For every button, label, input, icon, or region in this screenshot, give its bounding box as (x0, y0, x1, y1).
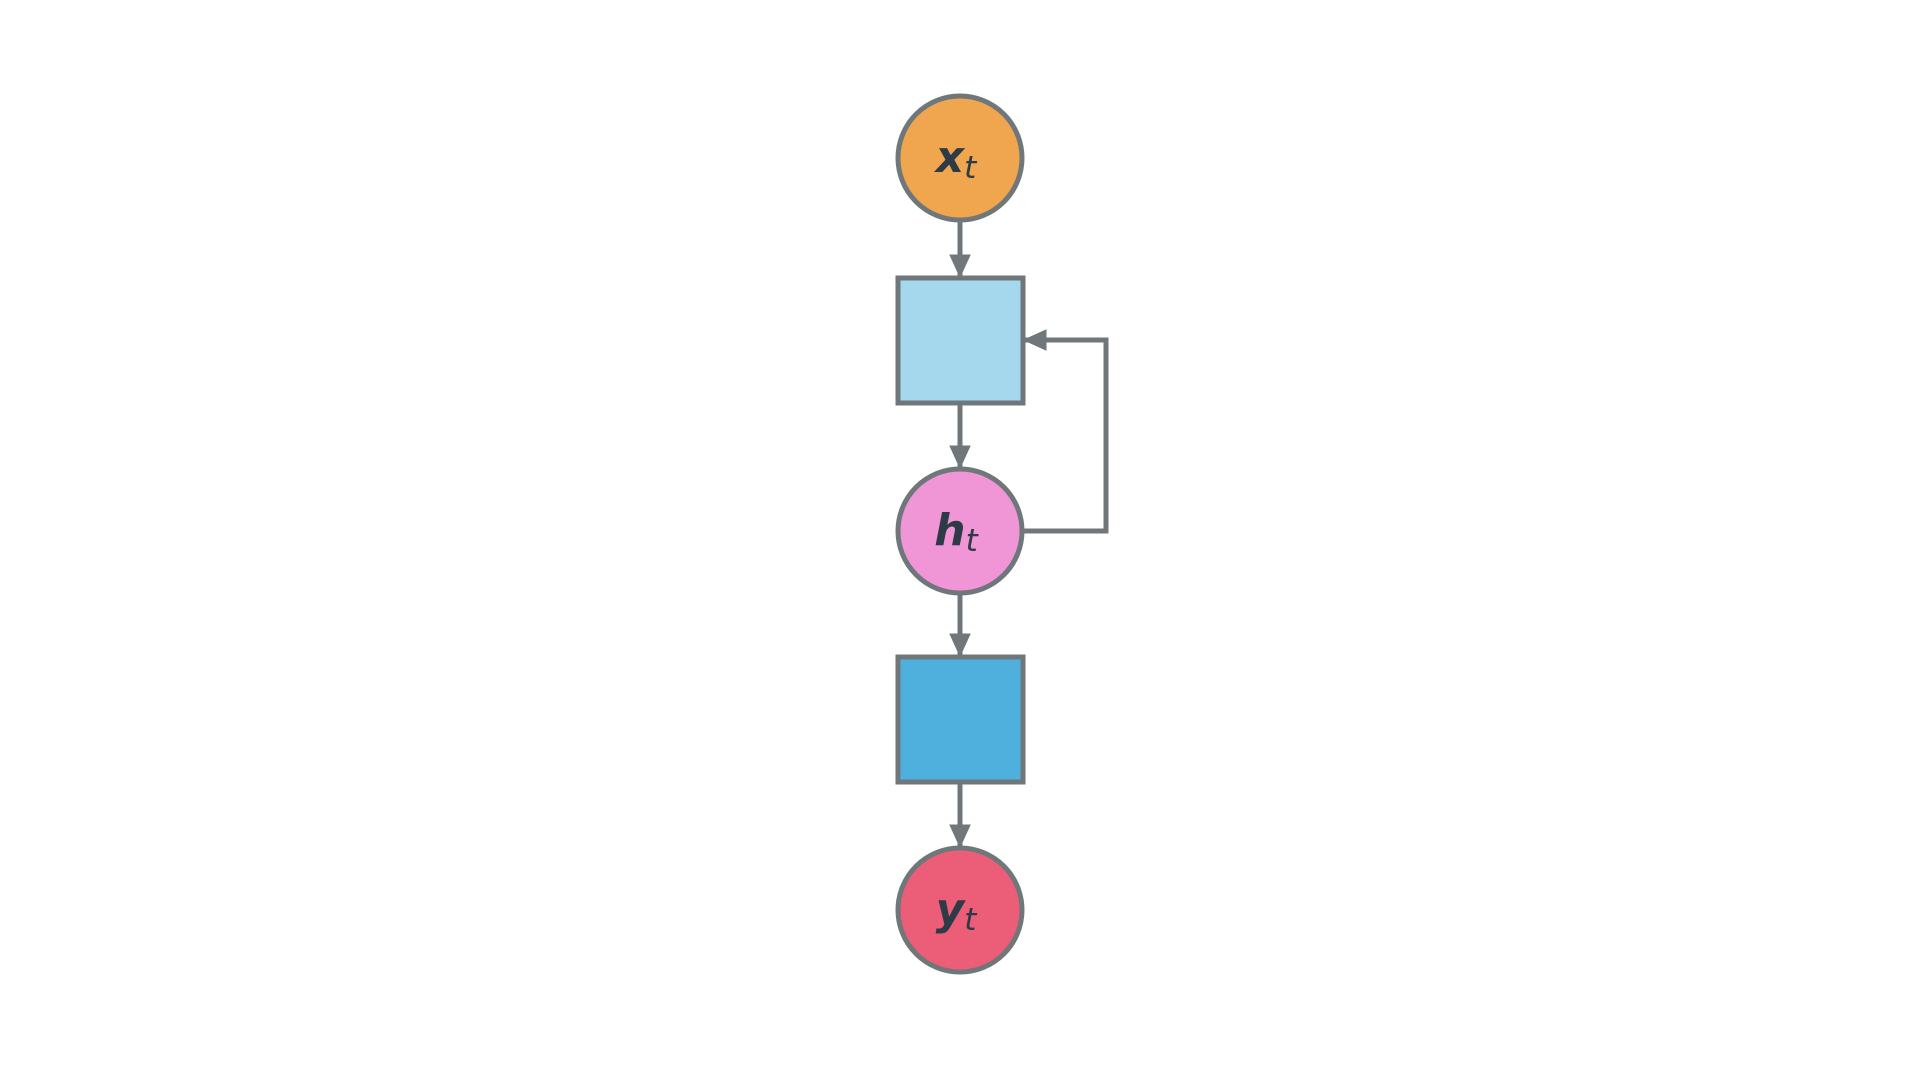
hidden-layer-block (895, 275, 1026, 406)
output-node-circle (895, 845, 1025, 975)
hidden-state-node-label: ht (934, 505, 979, 559)
hidden-state-node: ht (895, 466, 1025, 596)
input-node: xt (895, 93, 1025, 223)
input-node-label: xt (934, 132, 978, 186)
output-layer-block (895, 654, 1026, 785)
output-node: yt (895, 845, 1025, 975)
hidden-state-node-circle (895, 466, 1025, 596)
recurrent-loop-arrow (1022, 340, 1109, 534)
output-node-label: yt (936, 884, 979, 938)
input-node-circle (895, 93, 1025, 223)
